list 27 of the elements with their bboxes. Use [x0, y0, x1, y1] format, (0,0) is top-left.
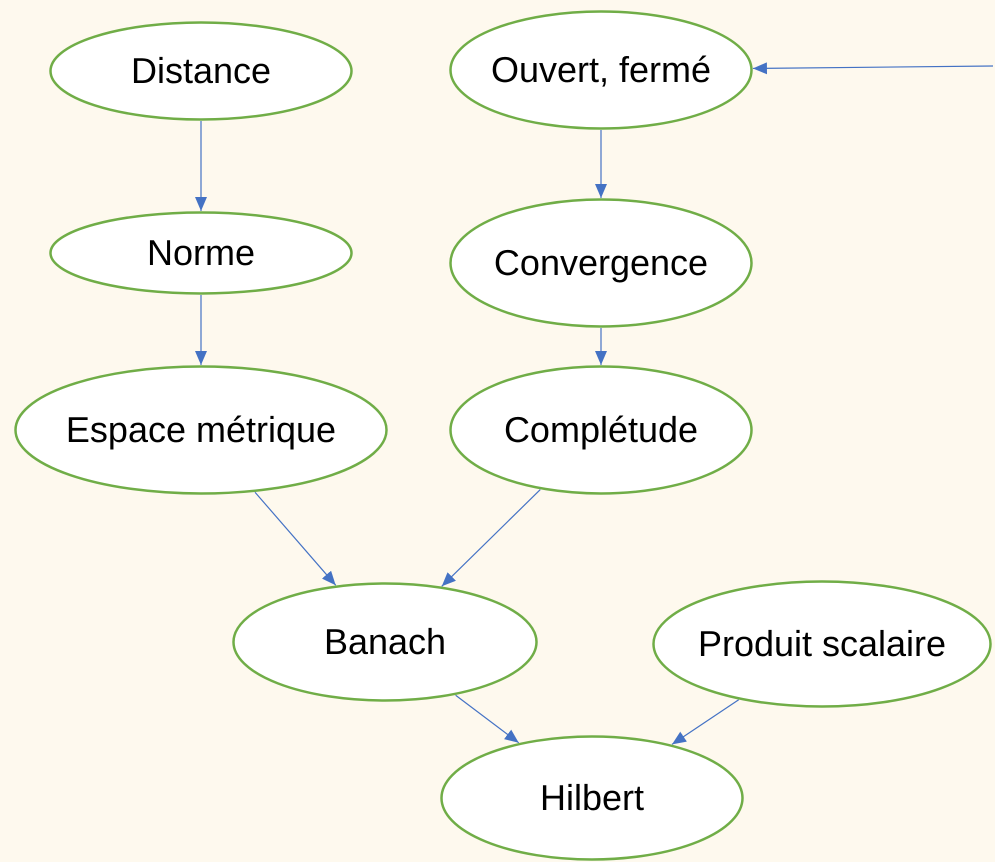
topic-ellipse: [449, 10, 753, 130]
node-label: Complétude: [504, 409, 698, 451]
node-label: Norme: [146, 232, 256, 274]
arrow: [441, 489, 541, 587]
arrow: [595, 328, 607, 365]
node-label: Ouvert, fermé: [490, 49, 712, 91]
arrow: [455, 694, 520, 744]
arrow: [672, 699, 740, 745]
topic-ellipse: [14, 365, 388, 495]
topic-ellipse: [232, 582, 538, 702]
topic-ellipse: [440, 735, 744, 861]
node-label: Produit scalaire: [698, 623, 946, 665]
topic-ellipse: [449, 198, 753, 328]
topic-ellipse: [49, 211, 353, 295]
arrow: [195, 121, 207, 211]
topic-ellipse: [49, 21, 353, 121]
node-label: Hilbert: [540, 777, 644, 819]
node-label: Espace métrique: [66, 409, 336, 451]
topic-ellipse: [449, 365, 753, 495]
arrow: [595, 130, 607, 198]
arrow: [195, 295, 207, 365]
arrow: [752, 62, 993, 74]
arrow: [254, 492, 336, 586]
node-label: Banach: [324, 621, 446, 663]
node-label: Convergence: [494, 242, 708, 284]
node-label: Distance: [130, 50, 272, 92]
topic-ellipse: [652, 580, 992, 708]
